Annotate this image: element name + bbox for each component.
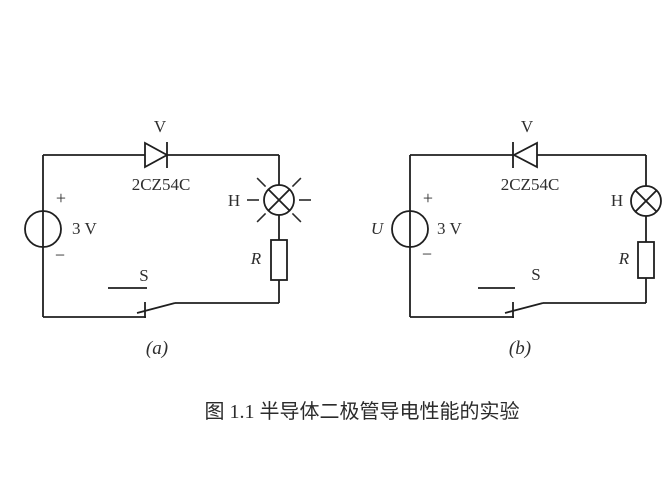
diode-symbol <box>512 141 538 169</box>
voltage-source-symbol <box>391 210 429 248</box>
resistor-symbol <box>270 239 288 281</box>
light-rays-icon <box>247 177 311 223</box>
circuit-a-sublabel: (a) <box>146 338 168 359</box>
diode-label: V <box>521 117 534 136</box>
resistor-label: R <box>618 249 630 268</box>
source-minus-sign: − <box>55 245 65 265</box>
lamp-symbol <box>263 184 295 216</box>
switch-label: S <box>139 266 148 285</box>
source-plus-sign: + <box>423 188 433 208</box>
switch-label: S <box>531 265 540 284</box>
diode-model-label: 2CZ54C <box>132 175 191 194</box>
resistor-label: R <box>250 249 262 268</box>
diode-model-label: 2CZ54C <box>501 175 560 194</box>
source-minus-sign: − <box>422 244 432 264</box>
circuit-b-wires <box>409 154 647 318</box>
circuit-b-sublabel: (b) <box>509 338 531 359</box>
resistor-symbol <box>637 241 655 279</box>
switch-symbol <box>108 287 176 318</box>
lamp-label: H <box>611 191 623 210</box>
circuit-a-wires <box>42 154 280 318</box>
source-voltage-label: 3 V <box>72 219 97 238</box>
lamp-label: H <box>228 191 240 210</box>
source-name-label: U <box>371 219 385 238</box>
lamp-symbol <box>630 185 662 217</box>
circuit-b: U V 2CZ54C + − 3 V H R S (b) <box>371 117 662 359</box>
voltage-source-symbol <box>24 210 62 248</box>
switch-symbol <box>478 287 544 318</box>
diode-label: V <box>154 117 167 136</box>
circuit-a: V 2CZ54C + − 3 V H R S (a) <box>24 117 311 359</box>
source-plus-sign: + <box>56 188 66 208</box>
figure-caption: 图 1.1 半导体二极管导电性能的实验 <box>205 400 520 423</box>
diode-symbol <box>144 141 169 169</box>
source-voltage-label: 3 V <box>437 219 462 238</box>
